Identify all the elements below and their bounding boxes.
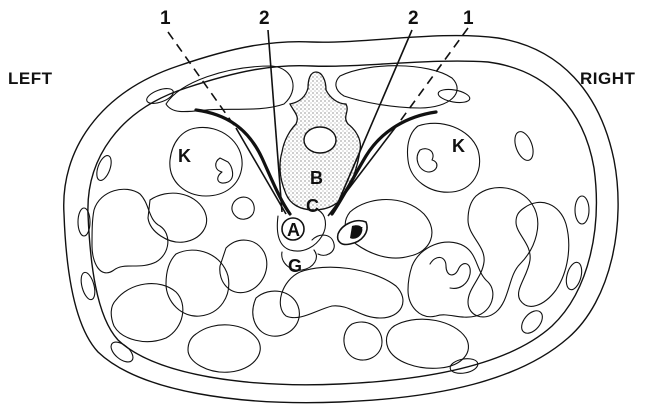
rib-right-4 [518, 307, 547, 337]
organ-left-8 [232, 197, 254, 219]
label-1-left: 1 [160, 8, 171, 29]
label-k-right: K [452, 136, 465, 156]
rib-left-3 [79, 271, 98, 301]
organ-left-4 [166, 250, 229, 316]
organ-right-7 [344, 322, 382, 360]
organ-right-4 [468, 188, 538, 317]
label-right: RIGHT [580, 69, 636, 88]
label-2-left: 2 [259, 8, 270, 29]
rib-left-4 [108, 338, 137, 365]
rib-right-5 [449, 357, 479, 376]
organ-left-7 [253, 291, 300, 336]
label-k-left: K [178, 146, 191, 166]
spinal-canal [304, 127, 336, 153]
organ-right-5 [516, 202, 569, 306]
label-v: V [354, 224, 363, 239]
rib-right-2 [575, 196, 589, 224]
body-outline [64, 36, 618, 403]
bowel-loop-right [430, 257, 470, 288]
label-2-right: 2 [408, 8, 419, 29]
rib-right-1 [511, 129, 536, 163]
kidney-right-pelvis [417, 149, 437, 172]
organ-left-3 [111, 284, 183, 342]
guide-line-1-left [168, 32, 236, 128]
label-b: B [310, 168, 323, 188]
label-g: G [288, 256, 302, 276]
label-left: LEFT [8, 69, 53, 88]
muscle-right [336, 66, 457, 108]
organ-left-5 [220, 240, 267, 293]
label-a: A [287, 220, 300, 240]
guide-line-1-right [398, 28, 468, 124]
organ-left-1 [92, 189, 168, 273]
kidney-right [407, 123, 479, 192]
label-1-right: 1 [463, 8, 474, 29]
organ-right-3 [408, 242, 493, 317]
rib-left-1 [94, 154, 114, 183]
rib-left-5 [145, 86, 175, 107]
organ-left-6 [188, 325, 260, 372]
organ-left-2 [148, 193, 207, 242]
label-c: C [306, 196, 319, 216]
kidney-left-pelvis [216, 158, 233, 183]
